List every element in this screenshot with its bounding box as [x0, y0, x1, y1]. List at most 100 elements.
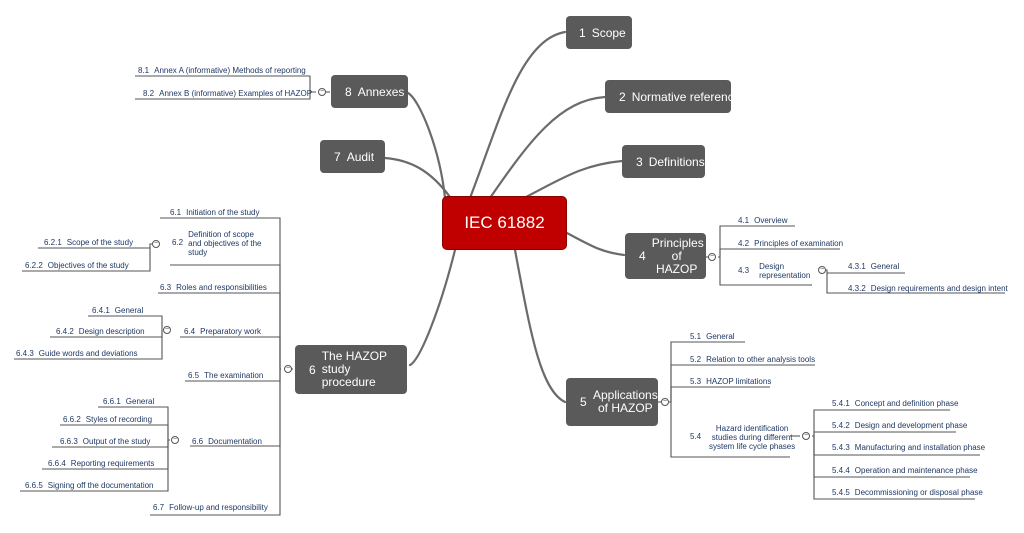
- leaf-number: 5.2: [690, 355, 702, 364]
- leaf-text: Operation and maintenance phase: [854, 466, 978, 475]
- leaf-number: 6.5: [188, 371, 200, 380]
- leaf-number: 6.6.4: [48, 459, 66, 468]
- collapse-procedure-toggle[interactable]: −: [284, 365, 292, 373]
- leaf-number: 8.2: [143, 89, 155, 98]
- leaf-number: 6.6.2: [63, 415, 81, 424]
- leaf-5-4[interactable]: 5.4 Hazard identification studies during …: [690, 424, 797, 451]
- leaf-5-3[interactable]: 5.3 HAZOP limitations: [690, 377, 771, 386]
- leaf-text: Design description: [78, 327, 145, 336]
- collapse-6-4-toggle[interactable]: −: [163, 326, 171, 334]
- leaf-text: Hazard identification studies during dif…: [708, 424, 796, 451]
- leaf-text: General: [870, 262, 900, 271]
- root-node[interactable]: IEC 61882: [442, 196, 567, 250]
- leaf-number: 6.2: [172, 238, 184, 247]
- node-scope-number: 1: [579, 25, 586, 40]
- node-hazop-study-procedure[interactable]: 6 The HAZOP study procedure: [295, 345, 407, 394]
- leaf-text: The examination: [204, 371, 264, 380]
- node-definitions[interactable]: 3 Definitions: [622, 145, 705, 178]
- node-normative-references-label: Normative references: [631, 89, 747, 104]
- leaf-text: Preparatory work: [200, 327, 262, 336]
- leaf-number: 6.4: [184, 327, 196, 336]
- node-scope-label: Scope: [591, 25, 626, 40]
- collapse-6-2-toggle[interactable]: −: [152, 240, 160, 248]
- leaf-text: Roles and responsibilities: [176, 283, 267, 292]
- node-procedure-number: 6: [309, 362, 316, 377]
- node-procedure-label: The HAZOP study procedure: [321, 349, 387, 389]
- leaf-6-4[interactable]: 6.4 Preparatory work: [184, 327, 261, 336]
- node-annexes-number: 8: [345, 84, 352, 99]
- node-audit[interactable]: 7 Audit: [320, 140, 385, 173]
- leaf-5-2[interactable]: 5.2 Relation to other analysis tools: [690, 355, 815, 364]
- collapse-4-3-toggle[interactable]: −: [818, 266, 826, 274]
- leaf-number: 4.1: [738, 216, 750, 225]
- node-normative-references-number: 2: [619, 89, 626, 104]
- leaf-number: 8.1: [138, 66, 150, 75]
- leaf-text: Scope of the study: [66, 238, 134, 247]
- node-normative-references[interactable]: 2 Normative references: [605, 80, 746, 113]
- collapse-6-6-toggle[interactable]: −: [171, 436, 179, 444]
- leaf-text: HAZOP limitations: [706, 377, 772, 386]
- leaf-number: 5.4.1: [832, 399, 850, 408]
- node-principles-label: Principles of HAZOP: [651, 235, 704, 276]
- node-scope[interactable]: 1 Scope: [566, 16, 632, 49]
- leaf-6-6-2[interactable]: 6.6.2 Styles of recording: [63, 415, 152, 424]
- leaf-number: 4.3: [738, 266, 750, 275]
- leaf-text: Guide words and deviations: [38, 349, 138, 358]
- leaf-text: General: [114, 306, 144, 315]
- leaf-6-4-2[interactable]: 6.4.2 Design description: [56, 327, 145, 336]
- leaf-number: 6.6.3: [60, 437, 78, 446]
- leaf-6-1[interactable]: 6.1 Initiation of the study: [170, 208, 260, 217]
- leaf-number: 5.3: [690, 377, 702, 386]
- leaf-text: Follow-up and responsibility: [169, 503, 268, 512]
- leaf-number: 5.4: [690, 432, 702, 441]
- leaf-number: 6.4.2: [56, 327, 74, 336]
- leaf-text: Design requirements and design intent: [870, 284, 1008, 293]
- leaf-text: Relation to other analysis tools: [706, 355, 816, 364]
- leaf-text: Design and development phase: [854, 421, 968, 430]
- node-principles-of-hazop[interactable]: 4 Principles of HAZOP: [625, 233, 706, 279]
- collapse-5-4-toggle[interactable]: −: [802, 432, 810, 440]
- leaf-6-6-3[interactable]: 6.6.3 Output of the study: [60, 437, 150, 446]
- collapse-annexes-toggle[interactable]: −: [318, 88, 326, 96]
- leaf-6-2[interactable]: 6.2 Definition of scope and objectives of…: [172, 230, 268, 257]
- collapse-principles-toggle[interactable]: −: [708, 253, 716, 261]
- leaf-number: 6.2.2: [25, 261, 43, 270]
- node-annexes[interactable]: 8 Annexes: [331, 75, 408, 108]
- leaf-text: Initiation of the study: [186, 208, 260, 217]
- node-applications-of-hazop[interactable]: 5 Applications of HAZOP: [566, 378, 658, 426]
- leaf-text: General: [125, 397, 155, 406]
- leaf-text: Styles of recording: [85, 415, 153, 424]
- leaf-text: Output of the study: [82, 437, 151, 446]
- leaf-number: 6.1: [170, 208, 182, 217]
- collapse-applications-toggle[interactable]: −: [661, 398, 669, 406]
- leaf-text: Definition of scope and objectives of th…: [188, 230, 262, 257]
- leaf-6-7[interactable]: 6.7 Follow-up and responsibility: [153, 503, 268, 512]
- leaf-number: 4.2: [738, 239, 750, 248]
- leaf-6-5[interactable]: 6.5 The examination: [188, 371, 263, 380]
- node-definitions-number: 3: [636, 154, 643, 169]
- leaf-number: 6.7: [153, 503, 165, 512]
- leaf-text: Documentation: [208, 437, 262, 446]
